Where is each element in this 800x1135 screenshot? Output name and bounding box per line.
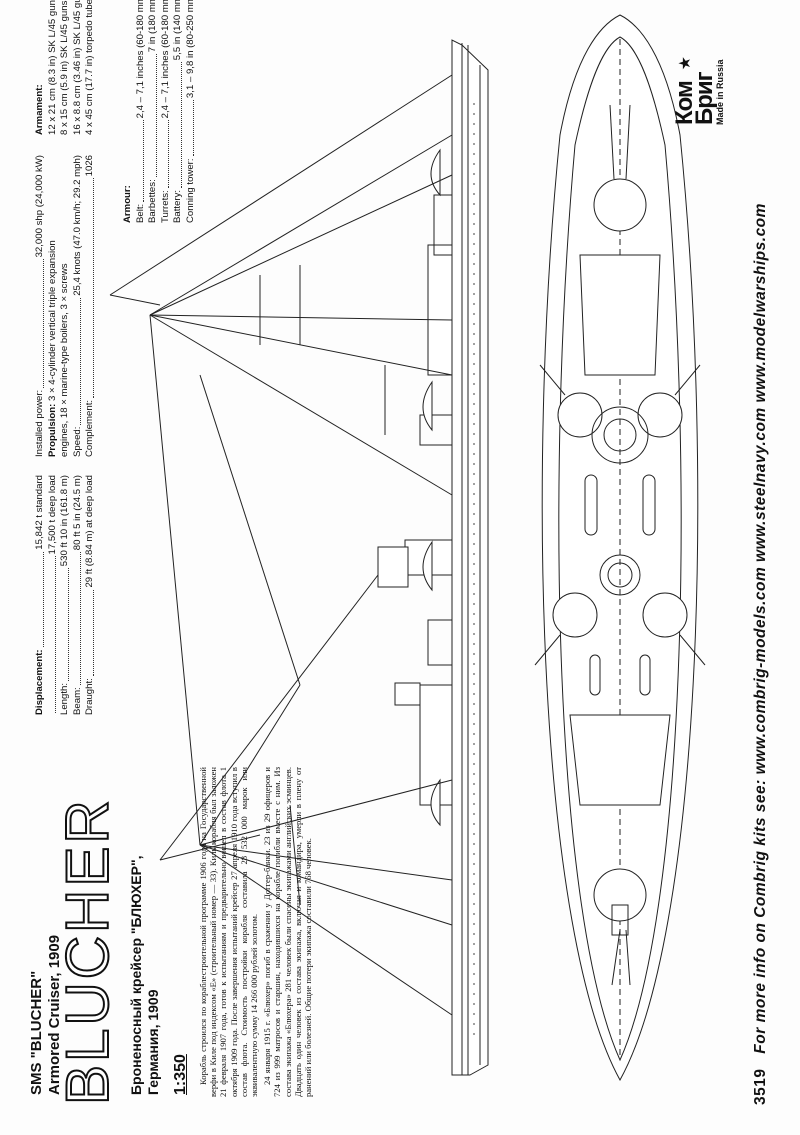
kit-code: 3519 — [752, 1068, 769, 1105]
logo-line2: Бриг — [691, 72, 718, 125]
footer-text: For more info on Combrig kits see: www.c… — [752, 203, 769, 1054]
brand-logo: Ком Бриг ★ Made in Russia — [671, 5, 755, 125]
made-in-label: Made in Russia — [715, 59, 725, 125]
footer: 3519 For more info on Combrig kits see: … — [752, 25, 770, 1105]
star-icon: ★ — [677, 55, 694, 71]
